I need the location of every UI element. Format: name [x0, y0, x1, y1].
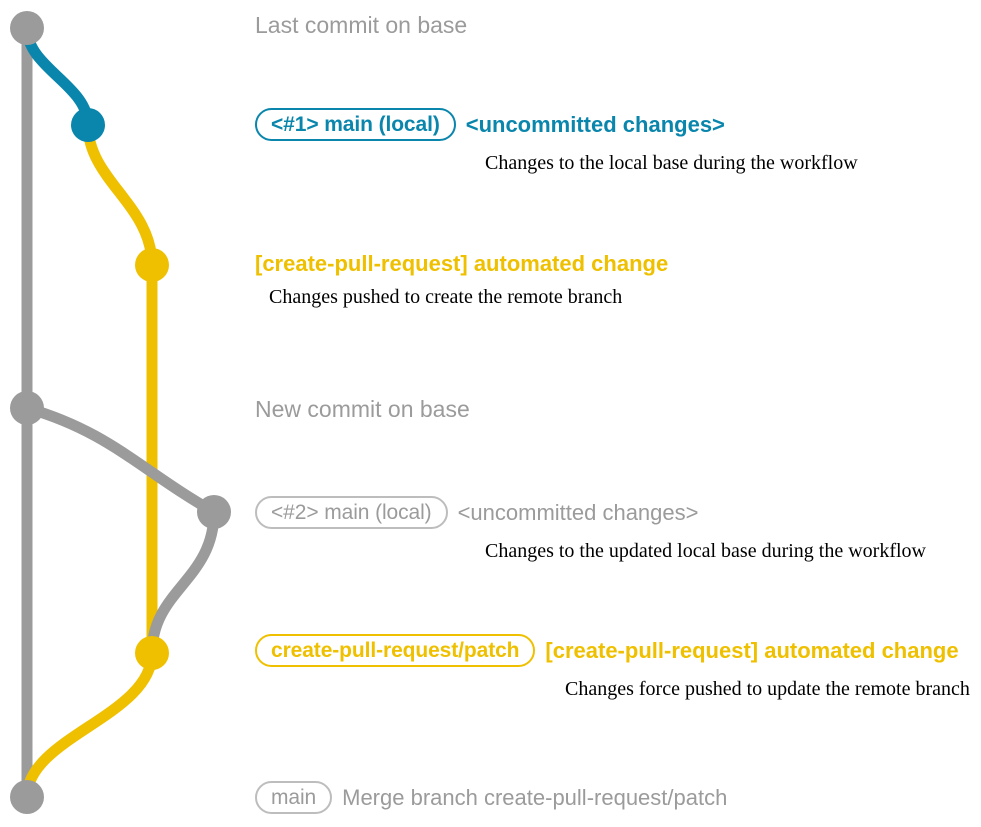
- commit-subject: [create-pull-request] automated change: [255, 251, 669, 276]
- commit-entry-header: create-pull-request/patch [create-pull-r…: [255, 634, 959, 667]
- commit-entry-last-commit-on-base: Last commit on base: [255, 14, 467, 37]
- branch-ref-pill[interactable]: create-pull-request/patch: [255, 634, 536, 667]
- commit-entry-header: main Merge branch create-pull-request/pa…: [255, 781, 727, 814]
- commit-subject: New commit on base: [255, 396, 470, 422]
- commit-entry-header: New commit on base: [255, 398, 470, 421]
- commit-entry-header: <#2> main (local) <uncommitted changes>: [255, 496, 699, 529]
- node-remote-commit-2[interactable]: [135, 636, 169, 670]
- commit-note: Changes force pushed to update the remot…: [565, 678, 970, 700]
- commit-entry-local-uncommitted-2: <#2> main (local) <uncommitted changes> …: [255, 496, 926, 561]
- commit-entry-header: <#1> main (local) <uncommitted changes>: [255, 108, 725, 141]
- branch-ref-pill[interactable]: main: [255, 781, 333, 814]
- edge-local-2-to-remote-2: [146, 506, 220, 659]
- commit-entry-new-commit-on-base: New commit on base: [255, 398, 470, 421]
- edge-remote-2-to-merge: [21, 647, 158, 803]
- commit-subject: Last commit on base: [255, 12, 468, 38]
- commit-note: Changes to the local base during the wor…: [485, 152, 858, 174]
- commit-note: Changes to the updated local base during…: [485, 540, 926, 562]
- node-base-new-commit[interactable]: [10, 391, 44, 425]
- commit-subject: [create-pull-request] automated change: [545, 637, 959, 663]
- commit-entry-remote-automated-change-2: create-pull-request/patch [create-pull-r…: [255, 634, 970, 699]
- edge-base-new-to-local-2: [21, 402, 220, 518]
- edge-base-to-local-1: [21, 22, 94, 131]
- node-local-commit-1[interactable]: [71, 108, 105, 142]
- commit-entry-header: [create-pull-request] automated change: [255, 253, 668, 275]
- node-base-head[interactable]: [10, 11, 44, 45]
- commit-note: Changes pushed to create the remote bran…: [269, 286, 623, 308]
- branch-ref-pill[interactable]: <#2> main (local): [255, 496, 448, 529]
- node-local-commit-2[interactable]: [197, 495, 231, 529]
- commit-entry-remote-automated-change-1: [create-pull-request] automated change C…: [255, 253, 668, 308]
- commit-entry-local-uncommitted-1: <#1> main (local) <uncommitted changes> …: [255, 108, 858, 173]
- node-remote-commit-1[interactable]: [135, 248, 169, 282]
- commit-subject: Merge branch create-pull-request/patch: [342, 784, 728, 810]
- commit-entry-header: Last commit on base: [255, 14, 467, 37]
- node-base-merge[interactable]: [10, 780, 44, 814]
- commit-subject: <uncommitted changes>: [465, 111, 725, 137]
- commit-entry-merge-commit: main Merge branch create-pull-request/pa…: [255, 781, 727, 814]
- commit-subject: <uncommitted changes>: [457, 499, 699, 525]
- branch-ref-pill[interactable]: <#1> main (local): [255, 108, 456, 141]
- edge-local-1-to-remote-1: [82, 119, 158, 271]
